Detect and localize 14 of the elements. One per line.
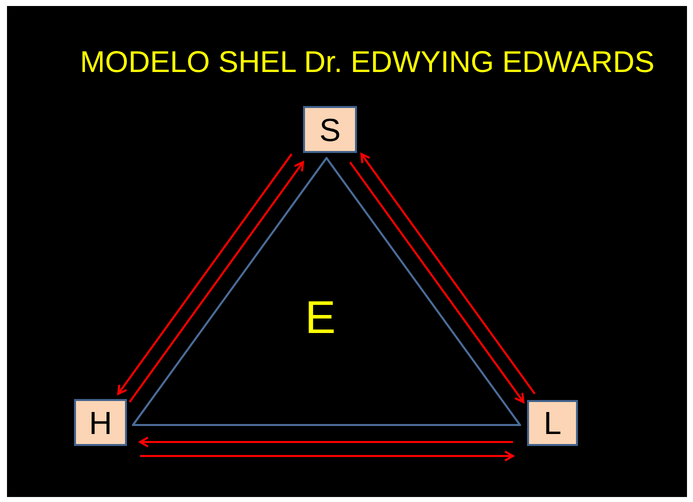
arrow xyxy=(360,153,536,394)
letter-box xyxy=(527,400,578,446)
diagram-title: MODELO SHEL Dr. EDWYING EDWARDS xyxy=(80,47,655,79)
node-label: E xyxy=(305,294,336,340)
node-label: S xyxy=(319,114,341,146)
arrow xyxy=(140,450,514,462)
node-label: L xyxy=(544,407,562,439)
arrow xyxy=(139,436,513,448)
arrow xyxy=(117,153,292,395)
letter-box xyxy=(303,106,357,153)
arrow xyxy=(349,162,524,404)
arrow xyxy=(128,161,304,403)
letter-box xyxy=(74,399,127,446)
node-label: H xyxy=(88,406,112,438)
